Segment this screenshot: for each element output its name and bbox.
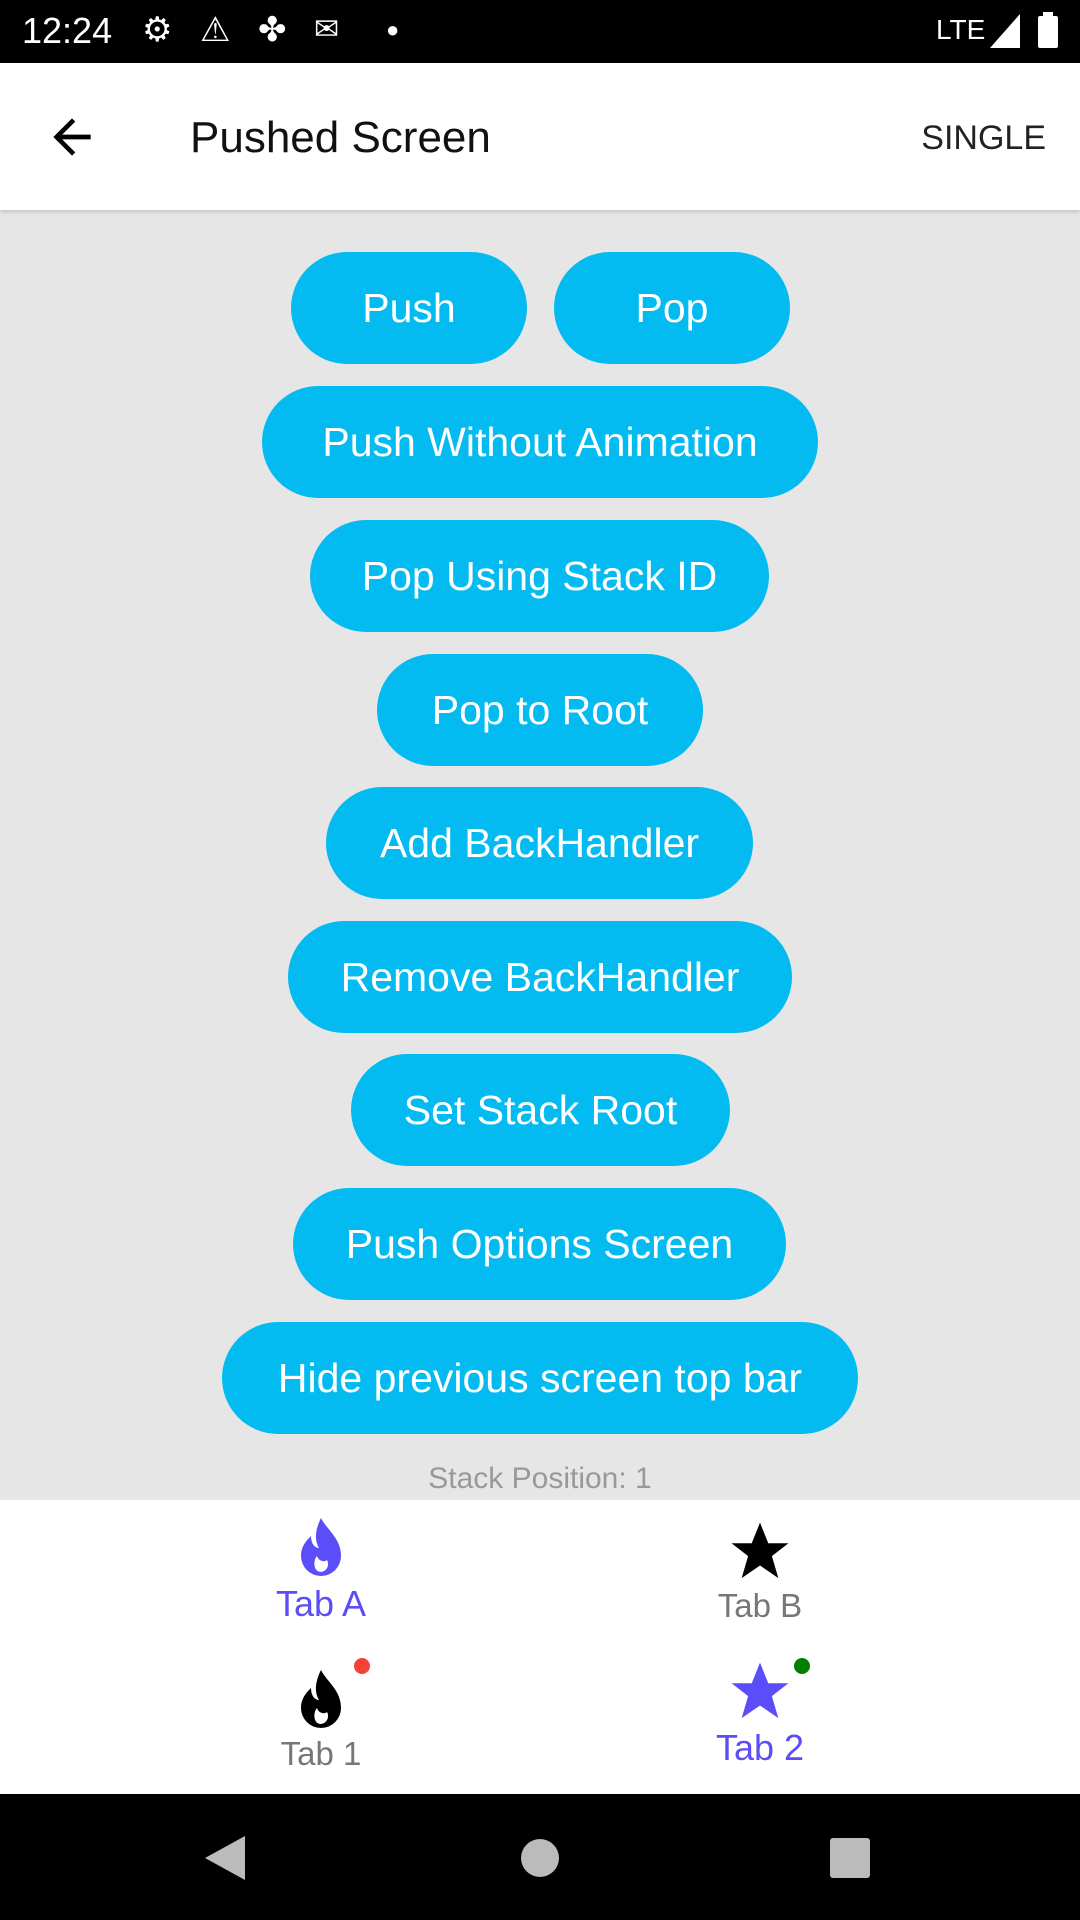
nav-home-icon[interactable] <box>520 1838 560 1878</box>
tab-label: Tab 2 <box>715 1727 805 1768</box>
network-type: LTE <box>936 14 986 45</box>
tab-a[interactable]: Tab A <box>171 1516 471 1625</box>
pop-button[interactable]: Pop <box>554 252 790 364</box>
pop-to-root-button[interactable]: Pop to Root <box>377 654 703 766</box>
status-bar: 12:24 ⚙ ⚠ ✤ ✉ ● LTE <box>0 0 1080 63</box>
warning-icon: ⚠ <box>200 11 231 49</box>
stack-position-label: Stack Position: 1 <box>428 1462 652 1495</box>
remove-backhandler-button[interactable]: Remove BackHandler <box>288 921 792 1033</box>
push-without-animation-button[interactable]: Push Without Animation <box>262 386 818 498</box>
flame-icon <box>301 1518 341 1576</box>
tab-1[interactable]: Tab 1 <box>171 1668 471 1773</box>
badge-dot <box>794 1658 810 1674</box>
add-backhandler-button[interactable]: Add BackHandler <box>326 787 753 899</box>
tab-label: Tab A <box>275 1583 367 1624</box>
nav-recents-icon[interactable] <box>830 1838 870 1878</box>
flame-icon <box>301 1670 341 1728</box>
page-title: Pushed Screen <box>190 113 491 162</box>
single-button[interactable]: SINGLE <box>921 119 1046 157</box>
bottom-tabs: Tab A Tab B Tab 1 Tab 2 <box>0 1500 1080 1794</box>
hide-previous-top-bar-button[interactable]: Hide previous screen top bar <box>222 1322 858 1434</box>
tab-label: Tab 1 <box>280 1735 362 1772</box>
push-options-screen-button[interactable]: Push Options Screen <box>293 1188 786 1300</box>
status-time: 12:24 <box>22 10 113 51</box>
top-app-bar: Pushed Screen SINGLE <box>0 63 1080 210</box>
gmail-icon: ✉ <box>314 13 340 46</box>
signal-icon <box>990 14 1020 48</box>
push-button[interactable]: Push <box>291 252 527 364</box>
set-stack-root-button[interactable]: Set Stack Root <box>351 1054 730 1166</box>
battery-icon <box>1038 12 1058 48</box>
back-arrow-icon[interactable] <box>44 109 100 165</box>
nav-back-icon[interactable] <box>205 1836 245 1880</box>
fan-icon: ✤ <box>258 11 287 49</box>
tab-label: Tab B <box>717 1587 803 1624</box>
badge-dot <box>354 1658 370 1674</box>
dot-icon: ● <box>386 17 400 42</box>
tab-b[interactable]: Tab B <box>610 1520 910 1625</box>
system-nav-bar <box>0 1794 1080 1920</box>
star-icon <box>731 1662 789 1719</box>
star-icon <box>731 1522 789 1579</box>
tab-2[interactable]: Tab 2 <box>610 1660 910 1769</box>
pop-using-stack-id-button[interactable]: Pop Using Stack ID <box>310 520 769 632</box>
gear-icon: ⚙ <box>142 11 173 49</box>
